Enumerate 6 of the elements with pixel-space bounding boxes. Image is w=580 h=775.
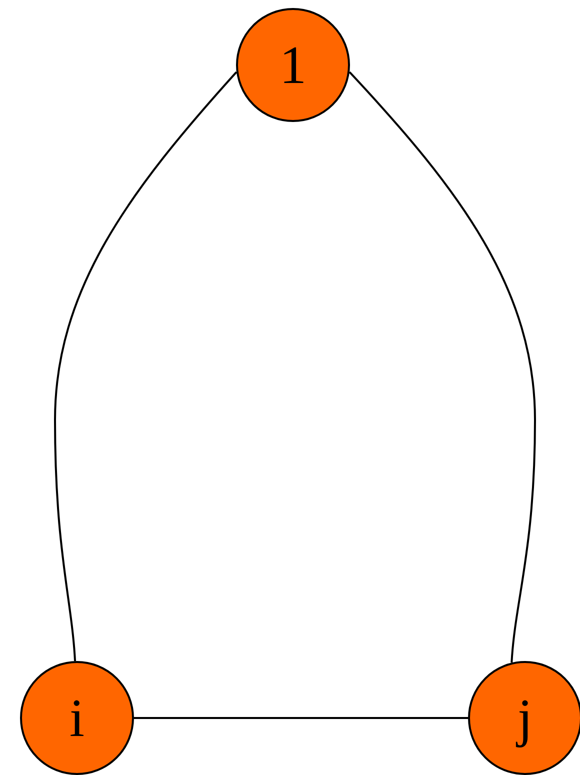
connector-line (134, 717, 468, 719)
node-label: i (69, 691, 84, 745)
connector-line (54, 71, 238, 662)
connector-line (348, 71, 536, 663)
node-label: 1 (280, 38, 306, 92)
node-label: j (517, 691, 532, 745)
